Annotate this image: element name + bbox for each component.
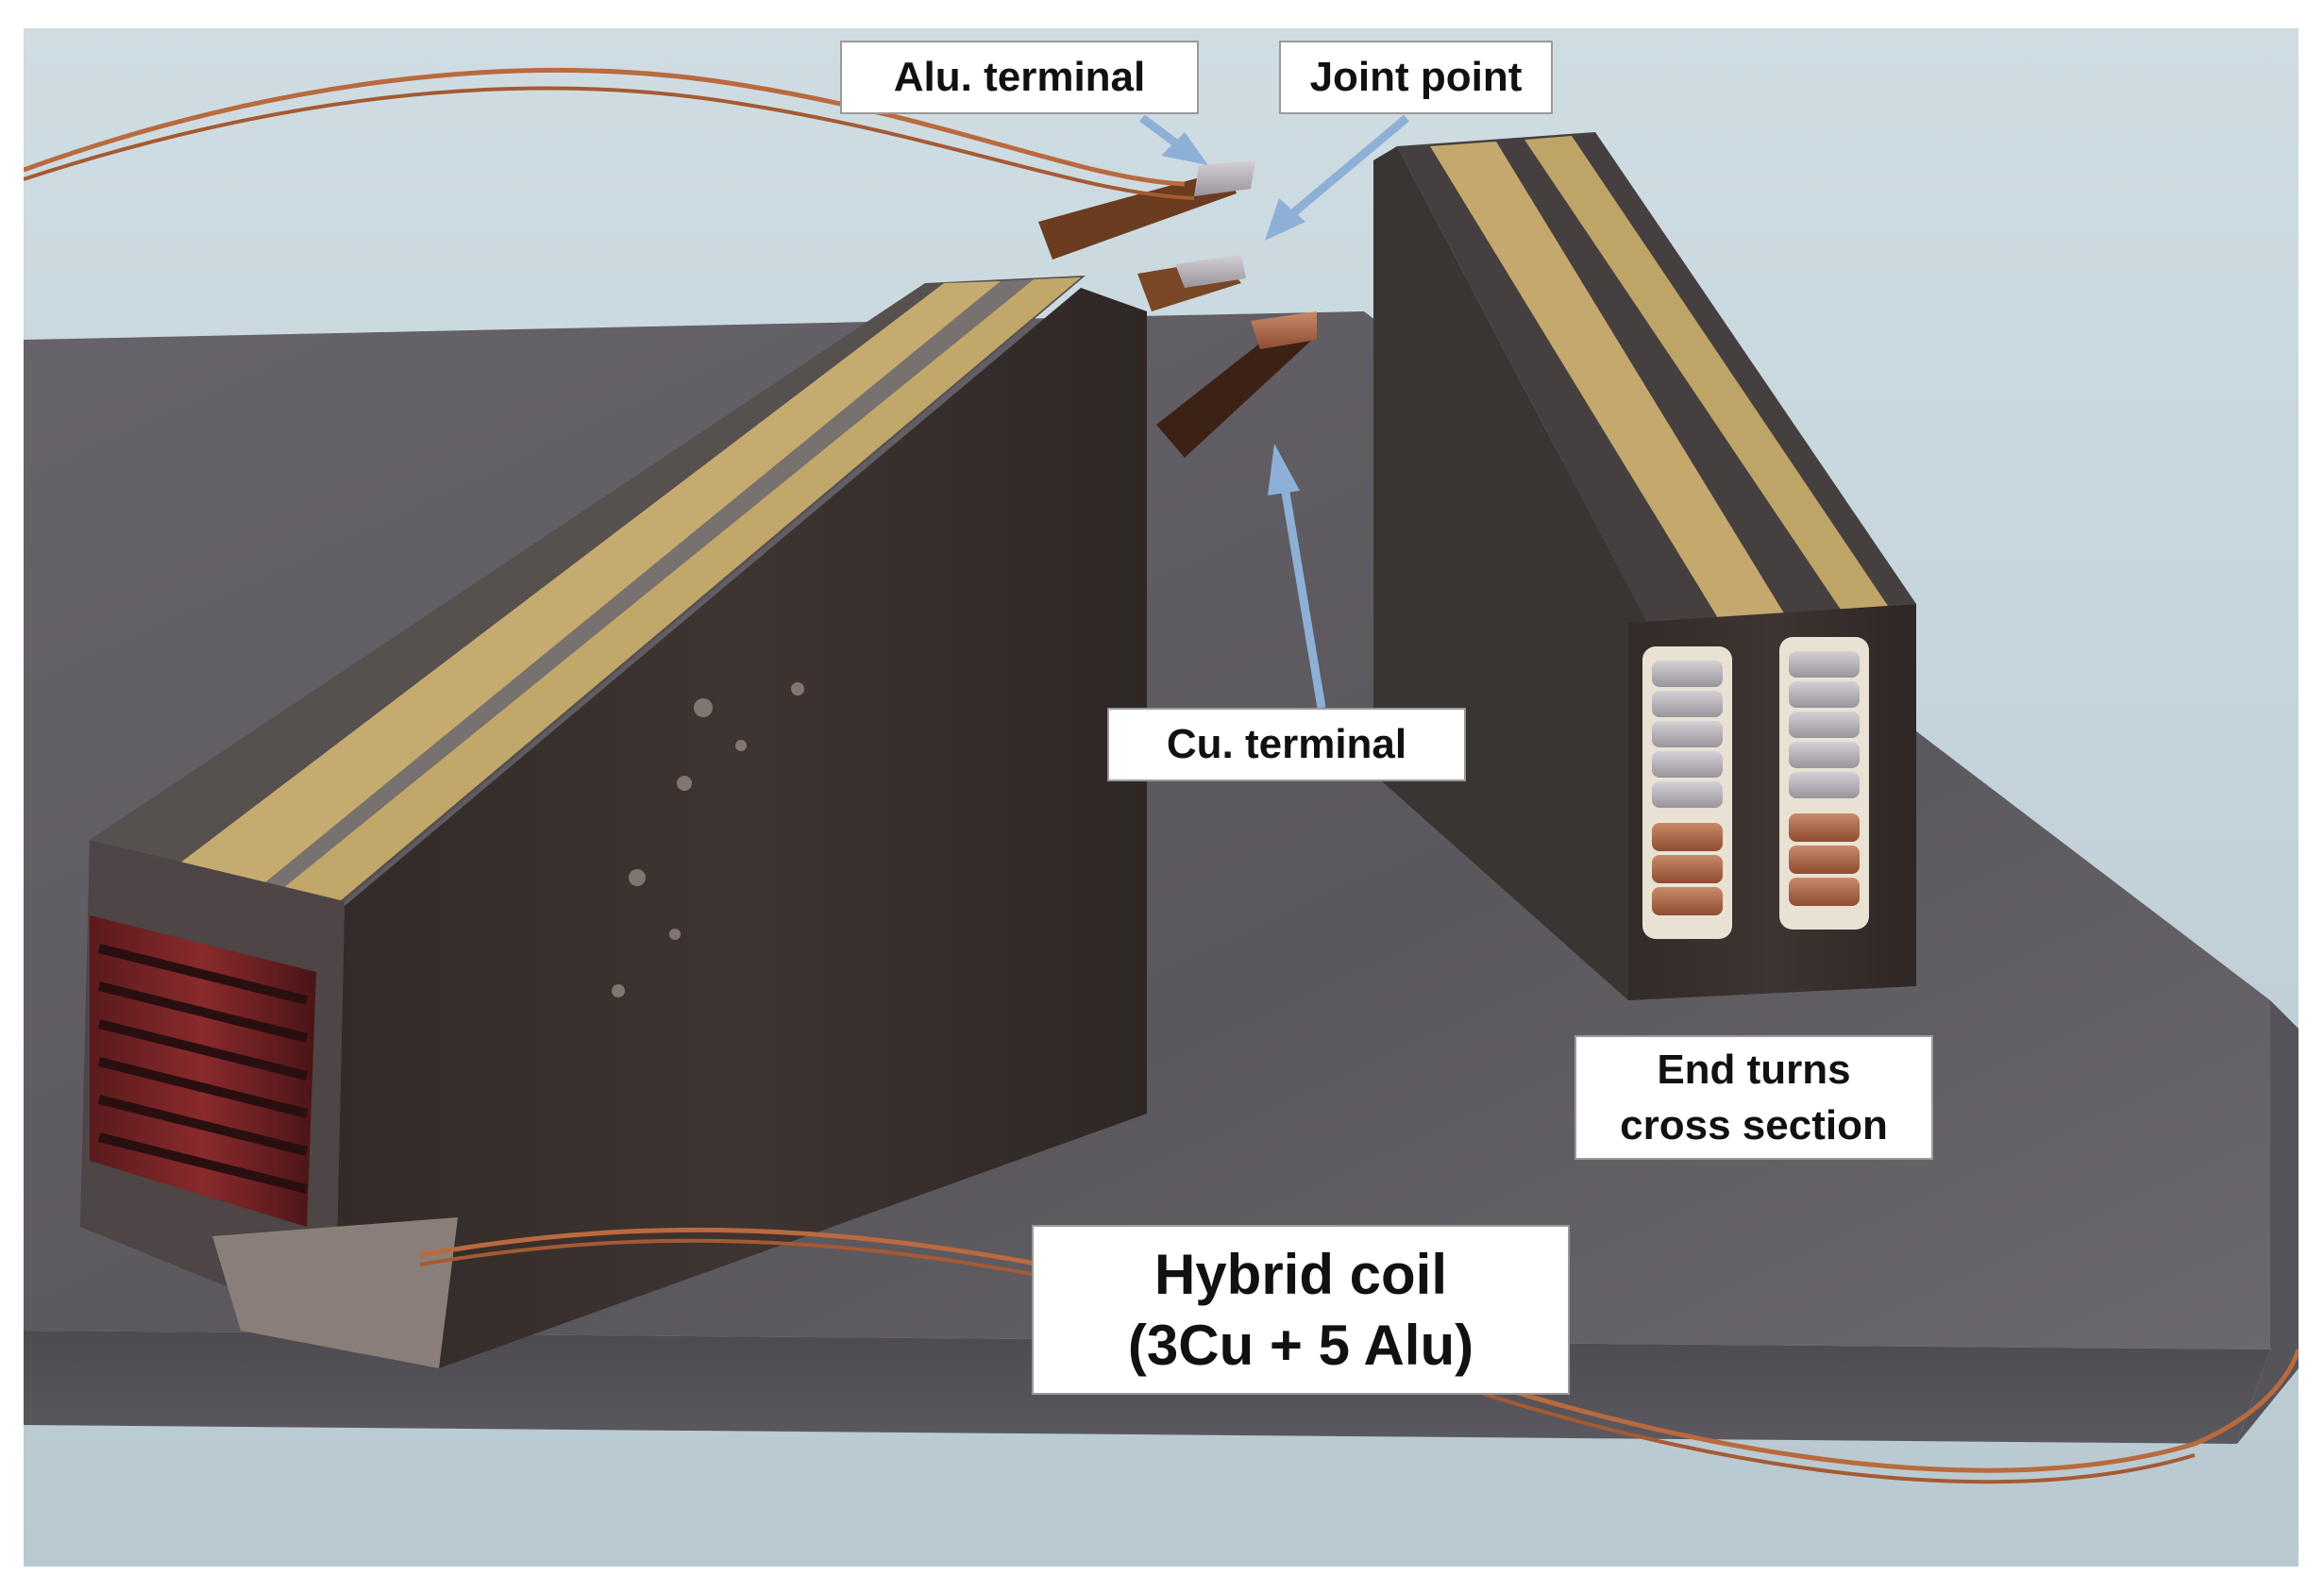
end-turns-label: End turns cross section (1575, 1035, 1933, 1160)
end-turns-line2: cross section (1620, 1102, 1888, 1148)
hybrid-coil-line2: (3Cu + 5 Alu) (1127, 1314, 1474, 1377)
cu-terminal-label: Cu. terminal (1107, 708, 1466, 781)
joint-point-label: Joint point (1279, 41, 1553, 114)
hybrid-coil-line1: Hybrid coil (1154, 1243, 1448, 1306)
joint-point-text: Joint point (1309, 54, 1523, 100)
alu-terminal-label: Alu. terminal (840, 41, 1199, 114)
end-turns-line1: End turns (1657, 1046, 1851, 1093)
hybrid-coil-label: Hybrid coil (3Cu + 5 Alu) (1032, 1225, 1570, 1395)
alu-terminal-text: Alu. terminal (893, 54, 1146, 100)
cu-terminal-text: Cu. terminal (1166, 721, 1407, 767)
